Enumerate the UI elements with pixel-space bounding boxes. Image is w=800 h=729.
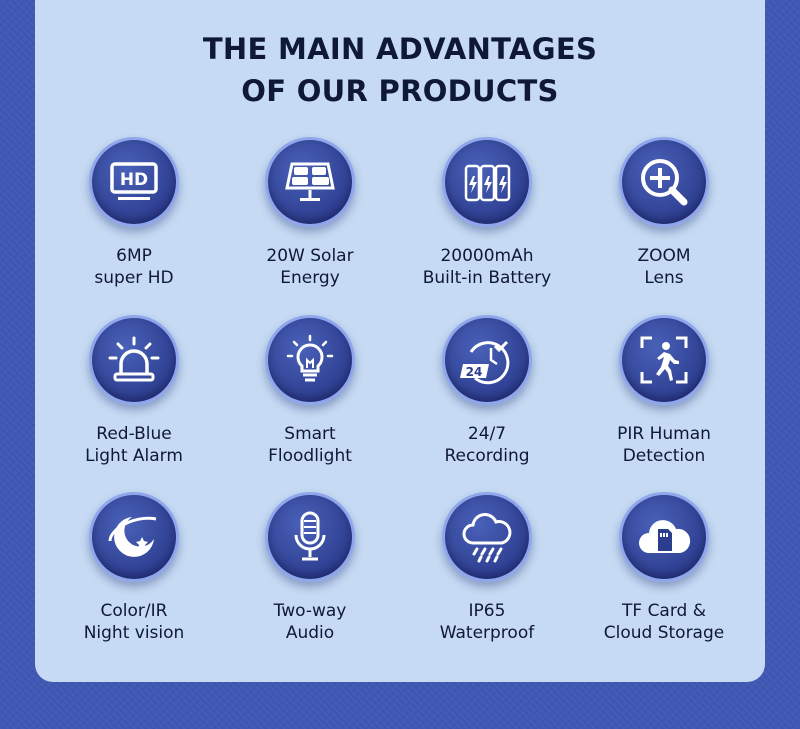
feature-icon-circle: HD <box>89 137 179 227</box>
feature-icon-circle <box>265 315 355 405</box>
feature-label-line-1: PIR Human <box>617 424 711 444</box>
zoom-icon <box>641 159 688 206</box>
solar-panel-icon <box>285 162 335 201</box>
feature-label-line-2: Light Alarm <box>85 446 183 466</box>
feature-label-line-2: Recording <box>444 446 530 466</box>
feature-label-line-1: 6MP <box>116 246 152 266</box>
feature-label-line-2: Floodlight <box>268 446 352 466</box>
svg-text:HD: HD <box>120 170 148 190</box>
night-vision-icon <box>108 516 157 557</box>
title-line-2: OF OUR PRODUCTS <box>241 74 559 108</box>
cloud-sd-card-icon <box>639 520 691 553</box>
feature-label-line-1: 20000mAh <box>440 246 534 266</box>
feature-label-line-1: Smart <box>284 424 336 444</box>
feature-label-line-1: 20W Solar <box>266 246 354 266</box>
feature-label-line-1: Color/IR <box>100 601 168 621</box>
feature-label-line-2: Night vision <box>83 623 185 643</box>
feature-icon-circle <box>442 492 532 582</box>
feature-icon-circle <box>442 137 532 227</box>
hd-monitor-icon: HD <box>110 162 158 200</box>
feature-label: TF Card &Cloud Storage <box>579 600 749 644</box>
feature-icon-circle: 24 <box>442 315 532 405</box>
feature-icon-circle <box>619 315 709 405</box>
feature-icon-circle <box>89 492 179 582</box>
human-detection-icon <box>640 336 688 384</box>
lightbulb-icon <box>286 334 334 382</box>
feature-label-line-2: Waterproof <box>439 623 535 643</box>
feature-label-line-2: Audio <box>285 623 335 643</box>
rain-cloud-icon <box>462 513 512 563</box>
feature-label-line-1: Two-way <box>273 601 347 621</box>
feature-label-line-2: Cloud Storage <box>603 623 725 643</box>
battery-icon <box>464 164 511 202</box>
title-line-1: THE MAIN ADVANTAGES <box>202 32 598 66</box>
feature-label-line-1: ZOOM <box>637 246 691 266</box>
feature-label-line-1: Red-Blue <box>96 424 172 444</box>
feature-icon-circle <box>619 137 709 227</box>
feature-icon-circle <box>89 315 179 405</box>
feature-icon-circle <box>619 492 709 582</box>
microphone-icon <box>294 511 326 561</box>
feature-label-line-1: TF Card & <box>622 601 706 621</box>
svg-text:24: 24 <box>466 365 483 379</box>
feature-label-line-2: super HD <box>94 268 174 288</box>
feature-label-line-2: Detection <box>622 446 706 466</box>
feature-icon-circle <box>265 137 355 227</box>
feature-label-line-1: IP65 <box>468 601 506 621</box>
clock-24h-icon: 24 <box>460 340 510 385</box>
feature-label-line-2: Lens <box>644 268 684 288</box>
page-title: THE MAIN ADVANTAGES OF OUR PRODUCTS <box>0 28 800 112</box>
alarm-light-icon <box>108 336 160 382</box>
feature-tf-card: TF Card &Cloud Storage <box>579 492 749 644</box>
feature-label-line-2: Energy <box>280 268 340 288</box>
feature-icon-circle <box>265 492 355 582</box>
feature-label-line-1: 24/7 <box>467 424 507 444</box>
feature-label-line-2: Built-in Battery <box>422 268 552 288</box>
